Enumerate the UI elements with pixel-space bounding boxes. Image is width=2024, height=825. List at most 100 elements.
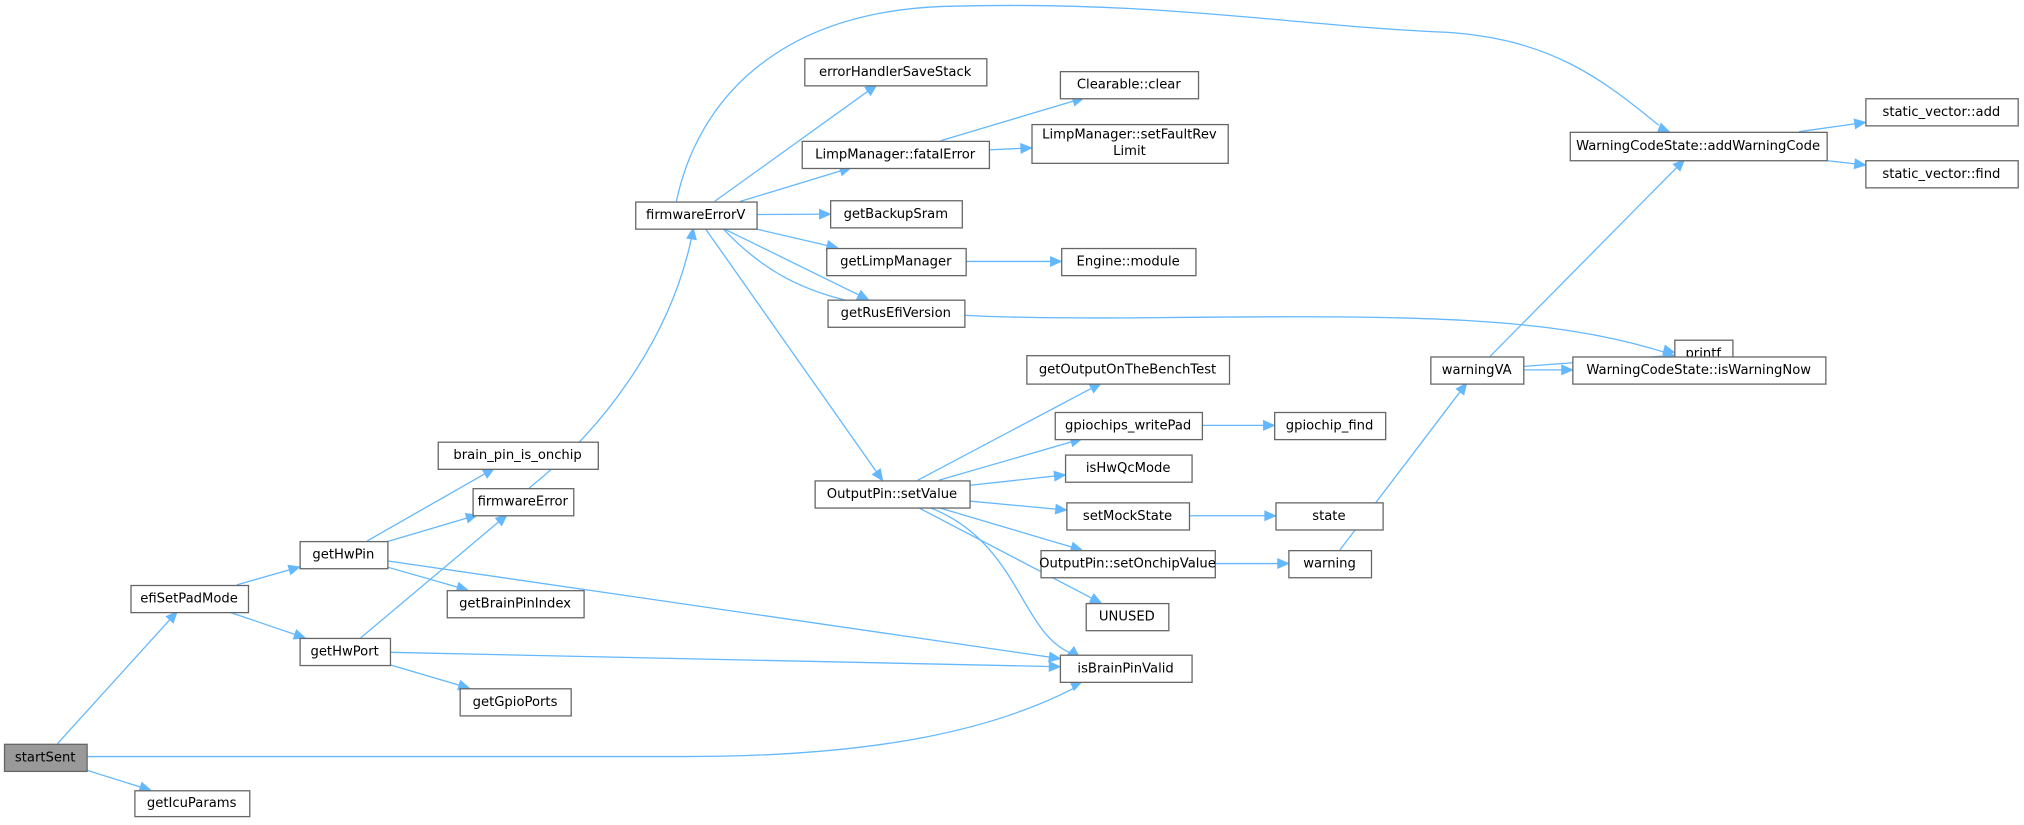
node-svAdd[interactable]: static_vector::add xyxy=(1865,98,2019,127)
node-errorHandlerSaveStack[interactable]: errorHandlerSaveStack xyxy=(804,58,988,87)
arrowhead-icon xyxy=(1020,142,1033,154)
edge-startSent-to-getIcuParams xyxy=(86,769,152,793)
node-box xyxy=(1275,502,1384,531)
node-box xyxy=(814,480,971,509)
node-svFind[interactable]: static_vector::find xyxy=(1865,160,2019,189)
edge-startSent-to-efiSetPadMode xyxy=(56,610,178,745)
edge-line xyxy=(723,227,869,301)
edge-line xyxy=(387,566,468,591)
arrowhead-icon xyxy=(1048,660,1062,672)
node-label: LimpManager::fatalError xyxy=(815,147,976,162)
node-UNUSED[interactable]: UNUSED xyxy=(1085,602,1170,632)
node-getHwPin[interactable]: getHwPin xyxy=(299,540,389,570)
node-setValue[interactable]: OutputPin::setValue xyxy=(814,480,971,509)
node-getBrainPinIndex[interactable]: getBrainPinIndex xyxy=(446,590,585,619)
node-isWarningNow[interactable]: WarningCodeState::isWarningNow xyxy=(1572,356,1827,385)
node-setMockState[interactable]: setMockState xyxy=(1066,502,1191,531)
node-gpiochip_find[interactable]: gpiochip_find xyxy=(1274,411,1387,441)
edge-line xyxy=(228,611,306,639)
node-brain_pin_is_onchip[interactable]: brain_pin_is_onchip xyxy=(437,441,599,470)
edge-firmwareErrorV-to-addWarningCode xyxy=(675,4,1671,202)
node-label: OutputPin::setOnchipValue xyxy=(1039,557,1216,572)
node-label: brain_pin_is_onchip xyxy=(453,448,581,463)
node-label: Clearable::clear xyxy=(1077,78,1181,93)
arrowhead-icon xyxy=(818,208,832,220)
node-box xyxy=(130,584,250,614)
edge-getLimpManager-to-engineModule xyxy=(965,255,1063,267)
node-label: getHwPort xyxy=(310,644,378,659)
node-box xyxy=(1026,355,1231,385)
node-efiSetPadMode[interactable]: efiSetPadMode xyxy=(130,584,250,614)
node-label: WarningCodeState::isWarningNow xyxy=(1586,363,1811,378)
node-box xyxy=(1066,502,1191,531)
node-state[interactable]: state xyxy=(1275,502,1384,531)
node-label: getOutputOnTheBenchTest xyxy=(1039,362,1216,377)
node-startSent[interactable]: startSent xyxy=(3,743,88,773)
node-getOutputOnTheBenchTest[interactable]: getOutputOnTheBenchTest xyxy=(1026,355,1231,385)
arrowhead-icon xyxy=(1853,118,1867,130)
edge-firmwareErrorV-to-printf xyxy=(722,228,1676,356)
edge-line xyxy=(938,438,1082,481)
node-addWarningCode[interactable]: WarningCodeState::addWarningCode xyxy=(1569,131,1828,162)
arrowhead-icon xyxy=(1656,122,1671,133)
node-gpiochips_writePad[interactable]: gpiochips_writePad xyxy=(1054,411,1204,441)
node-isBrainPinValid[interactable]: isBrainPinValid xyxy=(1059,654,1193,683)
arrowhead-icon xyxy=(292,629,307,640)
node-getHwPort[interactable]: getHwPort xyxy=(299,637,392,667)
node-getBackupSram[interactable]: getBackupSram xyxy=(829,200,963,229)
arrowhead-icon xyxy=(1672,158,1686,172)
arrowhead-icon xyxy=(1263,419,1276,431)
edge-firmwareErrorV-to-getBackupSram xyxy=(756,208,832,220)
edge-line xyxy=(389,664,470,689)
edge-setMockState-to-state xyxy=(1188,510,1277,522)
node-label: firmwareErrorV xyxy=(646,208,745,223)
node-firmwareErrorV[interactable]: firmwareErrorV xyxy=(635,201,758,230)
edge-setValue-to-isBrainPinValid xyxy=(929,506,1081,659)
node-getIcuParams[interactable]: getIcuParams xyxy=(134,790,251,818)
edge-line xyxy=(360,514,508,639)
edge-line xyxy=(86,769,151,791)
node-box xyxy=(804,58,988,87)
edge-setValue-to-setMockState xyxy=(969,500,1068,515)
node-label: WarningCodeState::addWarningCode xyxy=(1576,139,1820,154)
node-box xyxy=(1059,654,1193,683)
node-box xyxy=(1274,411,1387,441)
arrowhead-icon xyxy=(871,468,884,482)
edge-getHwPort-to-isBrainPinValid xyxy=(389,651,1062,672)
node-label: firmwareError xyxy=(478,495,569,510)
node-isHwQcMode[interactable]: isHwQcMode xyxy=(1064,454,1193,483)
node-box xyxy=(1569,131,1828,162)
node-warning[interactable]: warning xyxy=(1288,550,1373,579)
edge-getHwPort-to-firmwareError xyxy=(360,514,508,639)
edge-setOnchipValue-to-warning xyxy=(1214,558,1290,570)
node-box xyxy=(1430,356,1525,385)
node-box xyxy=(1064,454,1193,483)
edge-line xyxy=(704,228,883,481)
edges-layer xyxy=(56,4,1867,793)
node-label: isBrainPinValid xyxy=(1077,661,1173,676)
node-box xyxy=(134,790,251,818)
node-warningVA[interactable]: warningVA xyxy=(1430,356,1525,385)
node-getRusEfiVersion[interactable]: getRusEfiVersion xyxy=(827,299,966,328)
node-clear[interactable]: Clearable::clear xyxy=(1059,71,1200,100)
node-setOnchipValue[interactable]: OutputPin::setOnchipValue xyxy=(1039,550,1216,579)
node-getGpioPorts[interactable]: getGpioPorts xyxy=(459,688,572,717)
arrowhead-icon xyxy=(1455,382,1468,396)
node-box xyxy=(827,299,966,328)
edge-warningVA-to-addWarningCode xyxy=(1489,158,1686,357)
arrowhead-icon xyxy=(1277,558,1290,570)
edge-line xyxy=(929,506,1072,654)
arrowhead-icon xyxy=(864,84,878,97)
node-getLimpManager[interactable]: getLimpManager xyxy=(826,247,967,277)
edge-getHwPort-to-getGpioPorts xyxy=(389,664,471,691)
node-firmwareError[interactable]: firmwareError xyxy=(472,488,575,517)
node-engineModule[interactable]: Engine::module xyxy=(1061,247,1197,277)
node-label: getBackupSram xyxy=(844,207,948,222)
arrowhead-icon xyxy=(1050,255,1063,267)
node-fatalError[interactable]: LimpManager::fatalError xyxy=(801,140,991,170)
edge-line xyxy=(714,84,877,202)
arrowhead-icon xyxy=(1088,382,1103,394)
edge-line xyxy=(675,4,1660,202)
arrowhead-icon xyxy=(1088,592,1103,604)
